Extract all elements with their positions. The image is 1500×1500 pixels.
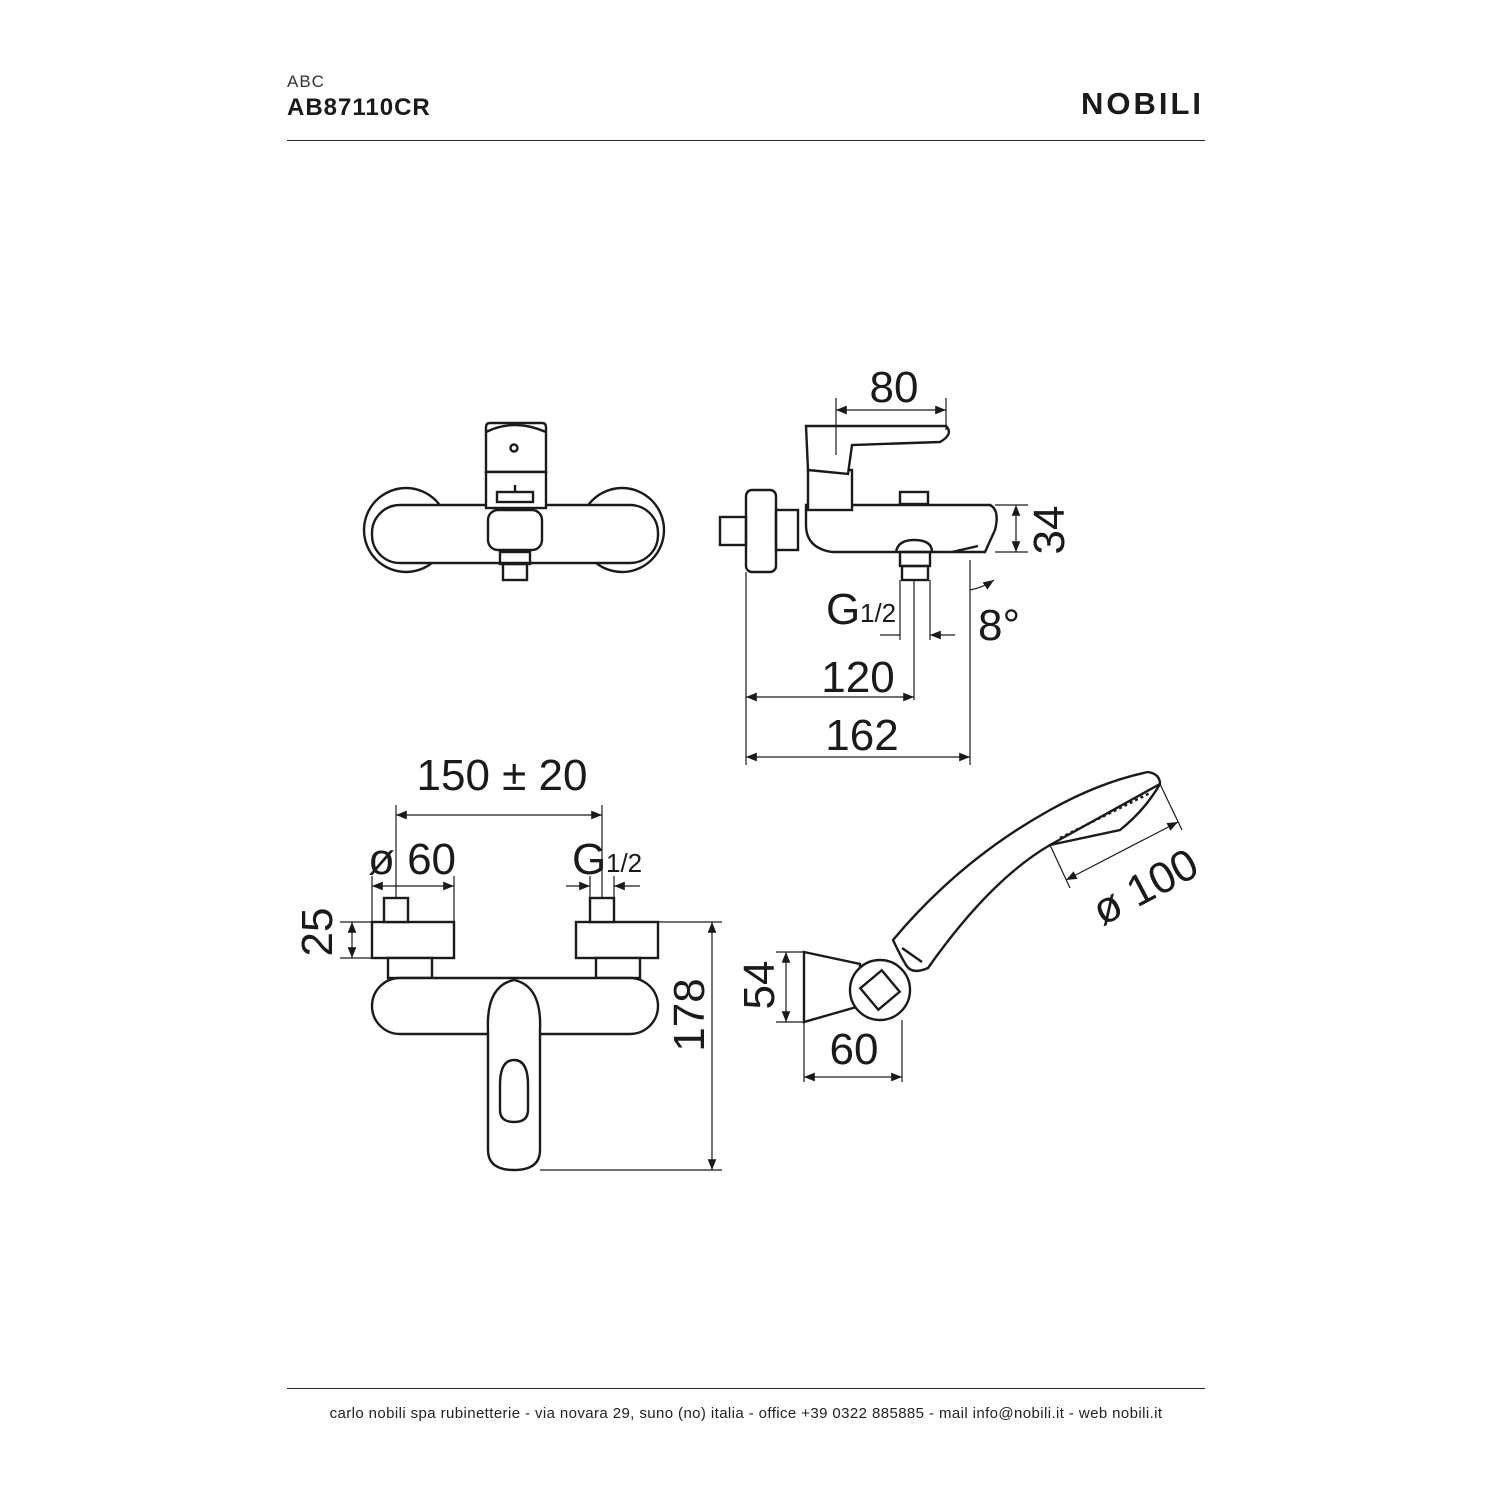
footer-divider [287,1388,1205,1389]
top-view [370,896,660,1172]
dim-bracket-depth: 60 [830,1025,879,1074]
dim-total-height: 178 [665,978,714,1051]
brand-logo: NOBILI [1080,86,1204,121]
dim-outlet-thread: G [826,585,860,634]
dim-inlet-height: 25 [293,908,342,957]
dim-inlet-thread-fraction: 1/2 [606,848,642,878]
series-name: ABC [287,72,325,91]
side-view-dimensions [745,398,1028,765]
side-view [718,424,998,582]
dim-spout-height: 34 [1025,506,1074,555]
dim-handle-depth: 80 [870,363,919,412]
header-divider [287,140,1205,141]
dim-outlet-projection: 120 [821,653,894,702]
dim-total-projection: 162 [825,711,898,760]
dim-inlet-thread: G [572,835,606,884]
front-view [362,421,666,582]
dim-escutcheon-dia: ø 60 [368,835,456,884]
dim-spout-angle: 8° [978,601,1020,650]
dim-centers: 150 ± 20 [417,751,588,800]
dim-outlet-thread-fraction: 1/2 [860,598,896,628]
dim-shower-head-dia: ø 100 [1084,839,1206,935]
product-code: AB87110CR [287,94,431,121]
top-view-dimensions [340,805,722,1171]
company-footer: carlo nobili spa rubinetterie - via nova… [329,1405,1163,1422]
dim-bracket-height: 54 [735,961,784,1010]
hand-shower [802,770,1162,1024]
hand-shower-dimensions [776,783,1183,1082]
